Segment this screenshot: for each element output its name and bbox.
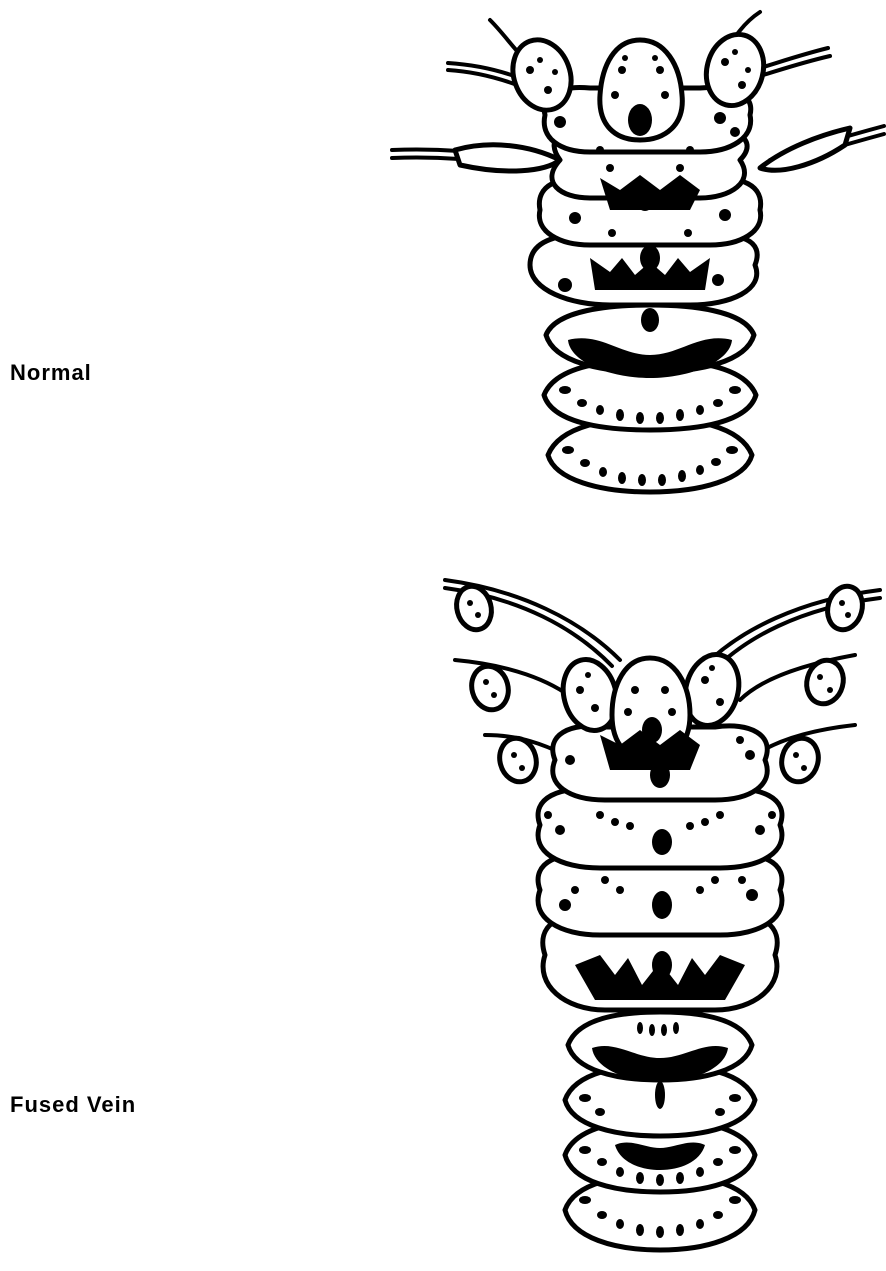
wing-left bbox=[455, 145, 560, 171]
wing-right bbox=[760, 128, 850, 170]
side-cell bbox=[823, 582, 867, 633]
normal-specimen bbox=[392, 12, 884, 492]
fused-vein-specimen bbox=[445, 580, 880, 1250]
